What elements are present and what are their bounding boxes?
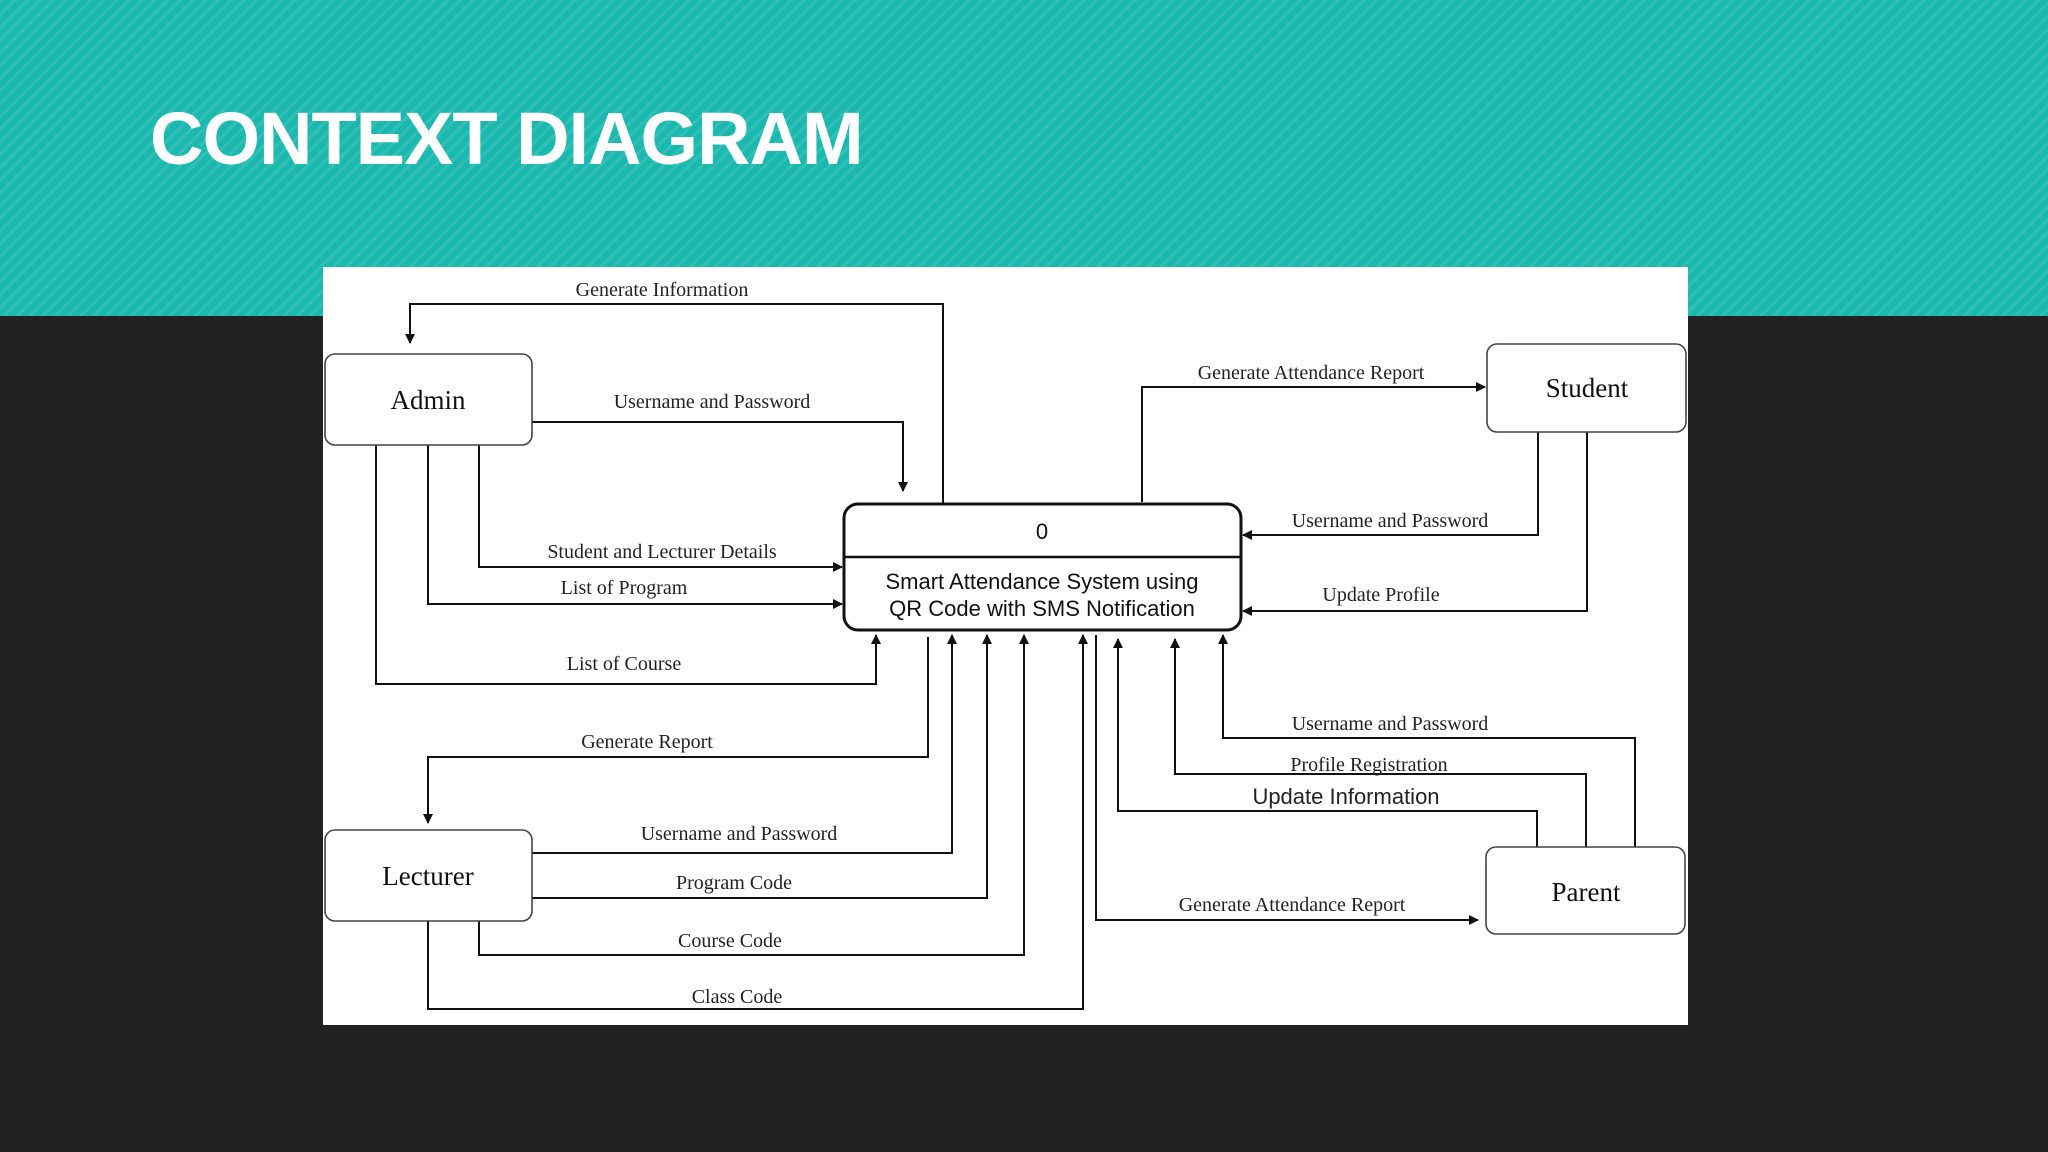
entity-parent: Parent bbox=[1485, 846, 1686, 935]
entity-lecturer: Lecturer bbox=[324, 829, 533, 922]
flow-admin-list-of-program bbox=[427, 445, 843, 609]
process-name-line1: Smart Attendance System using bbox=[885, 569, 1198, 594]
label-lecturer-course-code: Course Code bbox=[678, 930, 782, 952]
flow-parent-profile-registration bbox=[1170, 638, 1587, 847]
label-lecturer-username-password: Username and Password bbox=[641, 823, 838, 845]
flow-lecturer-generate-report bbox=[423, 637, 929, 824]
context-diagram: 0 Smart Attendance System using QR Code … bbox=[323, 267, 1688, 1025]
label-admin-student-lecturer-details: Student and Lecturer Details bbox=[547, 541, 777, 563]
label-admin-list-of-program: List of Program bbox=[561, 577, 688, 599]
label-admin-generate-information: Generate Information bbox=[576, 279, 749, 301]
label-parent-profile-registration: Profile Registration bbox=[1290, 754, 1447, 776]
entity-lecturer-label: Lecturer bbox=[382, 861, 473, 891]
flow-student-update-profile bbox=[1242, 432, 1588, 616]
label-lecturer-program-code: Program Code bbox=[676, 872, 792, 894]
flow-admin-student-lecturer-details bbox=[478, 445, 843, 572]
flow-admin-list-of-course bbox=[375, 445, 881, 685]
entity-student: Student bbox=[1486, 343, 1687, 433]
label-student-generate-attendance-report: Generate Attendance Report bbox=[1198, 362, 1425, 384]
flow-admin-username-password bbox=[530, 421, 908, 492]
header-band bbox=[0, 0, 2048, 316]
flow-admin-generate-information bbox=[405, 303, 944, 507]
label-parent-update-information: Update Information bbox=[1252, 784, 1439, 809]
flow-student-username-password bbox=[1242, 432, 1539, 540]
process-name-line2: QR Code with SMS Notification bbox=[889, 596, 1195, 621]
flow-parent-username-password bbox=[1218, 634, 1636, 847]
process-node: 0 Smart Attendance System using QR Code … bbox=[842, 502, 1243, 632]
label-student-username-password: Username and Password bbox=[1292, 510, 1489, 532]
label-lecturer-generate-report: Generate Report bbox=[581, 731, 713, 753]
label-student-update-profile: Update Profile bbox=[1322, 584, 1439, 606]
label-parent-generate-attendance-report: Generate Attendance Report bbox=[1179, 894, 1406, 916]
entity-admin: Admin bbox=[324, 353, 533, 446]
flow-parent-update-information bbox=[1113, 638, 1538, 847]
flow-lecturer-username-password bbox=[530, 634, 957, 854]
process-number: 0 bbox=[1036, 519, 1048, 544]
label-admin-list-of-course: List of Course bbox=[567, 653, 682, 675]
slide-title: CONTEXT DIAGRAM bbox=[150, 97, 864, 180]
flow-lecturer-course-code bbox=[478, 634, 1029, 956]
entity-admin-label: Admin bbox=[390, 385, 466, 415]
label-parent-username-password: Username and Password bbox=[1292, 713, 1489, 735]
entity-student-label: Student bbox=[1546, 373, 1629, 403]
flow-lecturer-program-code bbox=[530, 634, 992, 899]
flow-student-generate-attendance-report bbox=[1141, 382, 1486, 502]
label-admin-username-password: Username and Password bbox=[614, 391, 811, 413]
flow-parent-generate-attendance-report bbox=[1095, 635, 1479, 925]
label-lecturer-class-code: Class Code bbox=[692, 986, 783, 1008]
entity-parent-label: Parent bbox=[1552, 877, 1621, 907]
flow-lecturer-class-code bbox=[427, 634, 1088, 1010]
